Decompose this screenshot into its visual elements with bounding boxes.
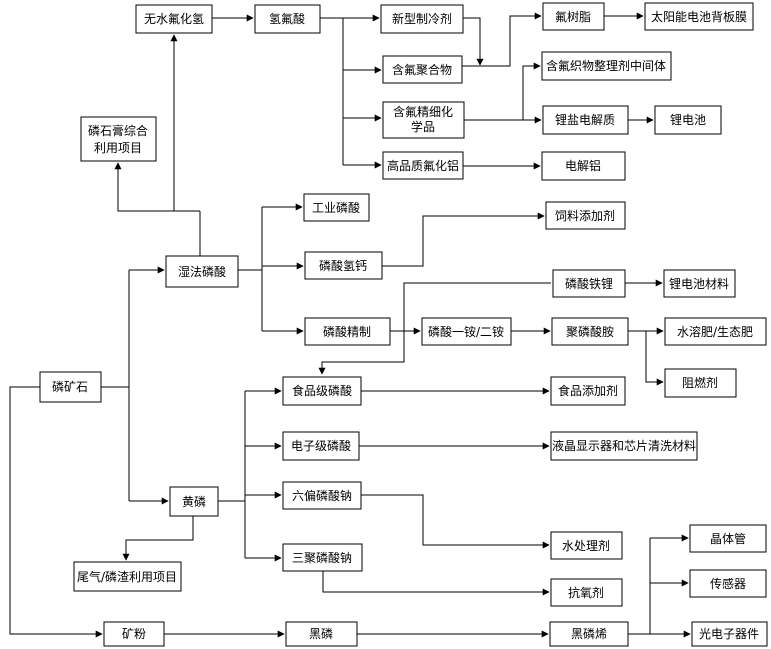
svg-text:利用项目: 利用项目: [94, 141, 142, 155]
node-taiyangneng-beiban: 太阳能电池背板膜: [644, 2, 754, 31]
edges: [9, 12, 691, 638]
svg-text:锂盐电解质: 锂盐电解质: [555, 112, 615, 127]
svg-text:传感器: 传感器: [710, 576, 746, 591]
node-shifa-linsuan: 湿法磷酸: [165, 255, 239, 288]
svg-text:含氟精细化: 含氟精细化: [393, 104, 453, 119]
svg-text:湿法磷酸: 湿法磷酸: [178, 264, 226, 279]
nodes: 无水氟化氢 氢氟酸 新型制冷剂 氟树脂 太阳能电池背板膜 含氟聚合物 含氟织物整…: [39, 2, 768, 647]
node-linsuan-tieli: 磷酸铁锂: [552, 269, 626, 298]
svg-text:磷石膏综合: 磷石膏综合: [88, 123, 148, 138]
node-yejing-xianshi: 液晶显示器和芯片清洗材料: [550, 431, 698, 461]
svg-text:三聚磷酸钠: 三聚磷酸钠: [292, 550, 352, 565]
node-hei-linxi: 黑磷烯: [549, 621, 629, 647]
svg-text:磷酸铁锂: 磷酸铁锂: [565, 276, 613, 291]
node-siliao-tianjiaji: 饲料添加剂: [545, 201, 626, 230]
svg-text:矿粉: 矿粉: [122, 627, 146, 641]
node-linsuan-yianer: 磷酸一铵/二铵: [421, 317, 512, 346]
node-dianziji-linsuan: 电子级磷酸: [282, 431, 360, 461]
edge-liupian-shuichuli: [361, 494, 550, 549]
edge-shifa-shigao: [114, 162, 200, 212]
svg-text:六偏磷酸钠: 六偏磷酸钠: [292, 488, 352, 503]
node-qingfusuan: 氢氟酸: [254, 4, 321, 34]
node-huang-lin: 黄磷: [169, 486, 219, 517]
svg-text:新型制冷剂: 新型制冷剂: [392, 11, 452, 26]
node-hanfu-zhiwu: 含氟织物整理剂中间体: [541, 51, 672, 81]
node-gaopinzhi-fuhualv: 高品质氟化铝: [382, 151, 464, 180]
edge-kuangshi-kuangfen: [9, 386, 103, 638]
node-shipinji-linsuan: 食品级磷酸: [282, 376, 362, 406]
node-shuichuli: 水处理剂: [550, 531, 623, 560]
svg-text:锂电池材料: 锂电池材料: [669, 276, 729, 291]
svg-text:含氟织物整理剂中间体: 含氟织物整理剂中间体: [546, 58, 666, 73]
node-kuangfen: 矿粉: [103, 621, 165, 647]
node-kangyangji: 抗氧剂: [550, 578, 623, 607]
svg-text:磷酸精制: 磷酸精制: [323, 324, 371, 339]
svg-text:氟树脂: 氟树脂: [555, 9, 591, 24]
svg-text:磷矿石: 磷矿石: [52, 379, 88, 394]
svg-text:电子级磷酸: 电子级磷酸: [291, 438, 351, 453]
node-lizan-dianjiezhi: 锂盐电解质: [542, 105, 629, 135]
svg-text:磷酸一铵/二铵: 磷酸一铵/二铵: [428, 324, 504, 339]
node-weiqi-linzha: 尾气/磷渣利用项目: [73, 561, 182, 592]
svg-text:含氟聚合物: 含氟聚合物: [392, 62, 452, 77]
svg-text:太阳能电池背板膜: 太阳能电池背板膜: [651, 9, 747, 24]
svg-text:电解铝: 电解铝: [565, 158, 601, 173]
node-fu-shuzhi: 氟树脂: [542, 2, 605, 31]
svg-text:晶体管: 晶体管: [710, 531, 746, 546]
edge-juhewu-fushuzhi: [462, 12, 542, 67]
svg-text:高品质氟化铝: 高品质氟化铝: [387, 158, 459, 173]
svg-text:抗氧剂: 抗氧剂: [568, 585, 604, 600]
node-linkuangshi: 磷矿石: [39, 371, 102, 403]
svg-text:锂电池: 锂电池: [670, 112, 706, 127]
node-hanfu-jingxi: 含氟精细化 学品: [382, 101, 465, 139]
svg-text:氢氟酸: 氢氟酸: [269, 11, 305, 26]
node-xinxing-zhilengji: 新型制冷剂: [380, 4, 464, 34]
svg-text:阻燃剂: 阻燃剂: [682, 375, 718, 390]
edge-huanglin-weiqi: [122, 516, 194, 561]
node-hei-lin: 黑磷: [285, 621, 358, 647]
node-hanfu-juhewu: 含氟聚合物: [382, 55, 463, 84]
svg-text:聚磷酸胺: 聚磷酸胺: [566, 324, 614, 339]
node-shipin-tianjiaji: 食品添加剂: [550, 376, 626, 406]
node-gongye-linsuan: 工业磷酸: [303, 193, 370, 222]
svg-text:饲料添加剂: 饲料添加剂: [555, 208, 615, 223]
svg-text:食品级磷酸: 食品级磷酸: [292, 383, 352, 398]
node-shigao-zonghe: 磷石膏综合 利用项目: [80, 116, 157, 162]
svg-text:光电子器件: 光电子器件: [699, 627, 759, 641]
node-linsuan-qinggai: 磷酸氢钙: [304, 251, 383, 280]
node-wushui-fuhuaqing: 无水氟化氢: [135, 4, 213, 34]
svg-text:水处理剂: 水处理剂: [562, 538, 610, 553]
svg-text:液晶显示器和芯片清洗材料: 液晶显示器和芯片清洗材料: [552, 438, 696, 453]
svg-text:尾气/磷渣利用项目: 尾气/磷渣利用项目: [77, 569, 177, 584]
svg-text:学品: 学品: [411, 119, 435, 134]
node-lidianchi-1: 锂电池: [654, 105, 722, 135]
svg-text:工业磷酸: 工业磷酸: [312, 200, 360, 215]
svg-text:食品添加剂: 食品添加剂: [558, 383, 618, 398]
edge-qinggai-siliao: [382, 212, 545, 267]
node-linsuan-jingzhi: 磷酸精制: [304, 317, 391, 346]
edge-jingxi-zhiwu: [522, 62, 541, 120]
edge-shifa-wushui: [170, 34, 200, 212]
node-dianjielv: 电解铝: [541, 151, 626, 181]
edge-julinsuan-zuranji: [645, 331, 664, 386]
node-lidianchi-cailiao: 锂电池材料: [663, 269, 736, 298]
node-jingtiguan: 晶体管: [689, 524, 767, 553]
svg-text:黑磷烯: 黑磷烯: [571, 626, 607, 641]
svg-text:无水氟化氢: 无水氟化氢: [144, 11, 204, 26]
node-ju-linsuan-an: 聚磷酸胺: [551, 317, 629, 346]
node-guangdianzi: 光电子器件: [691, 621, 768, 647]
edge-tieli-from: [318, 282, 551, 375]
svg-text:黄磷: 黄磷: [182, 494, 206, 509]
svg-text:黑磷: 黑磷: [309, 626, 333, 641]
node-shuirongfei: 水溶肥/生态肥: [664, 317, 767, 346]
svg-text:水溶肥/生态肥: 水溶肥/生态肥: [677, 324, 753, 339]
svg-text:磷酸氢钙: 磷酸氢钙: [319, 258, 367, 273]
node-zuranji: 阻燃剂: [664, 368, 737, 398]
edge-zhilengji-down: [463, 17, 484, 66]
edge-sanju-kangyangji: [322, 570, 550, 596]
node-liupian-linsuanna: 六偏磷酸钠: [282, 481, 362, 510]
node-chuanganqi: 传感器: [689, 569, 767, 598]
node-sanju-linsuanna: 三聚磷酸钠: [282, 543, 363, 572]
